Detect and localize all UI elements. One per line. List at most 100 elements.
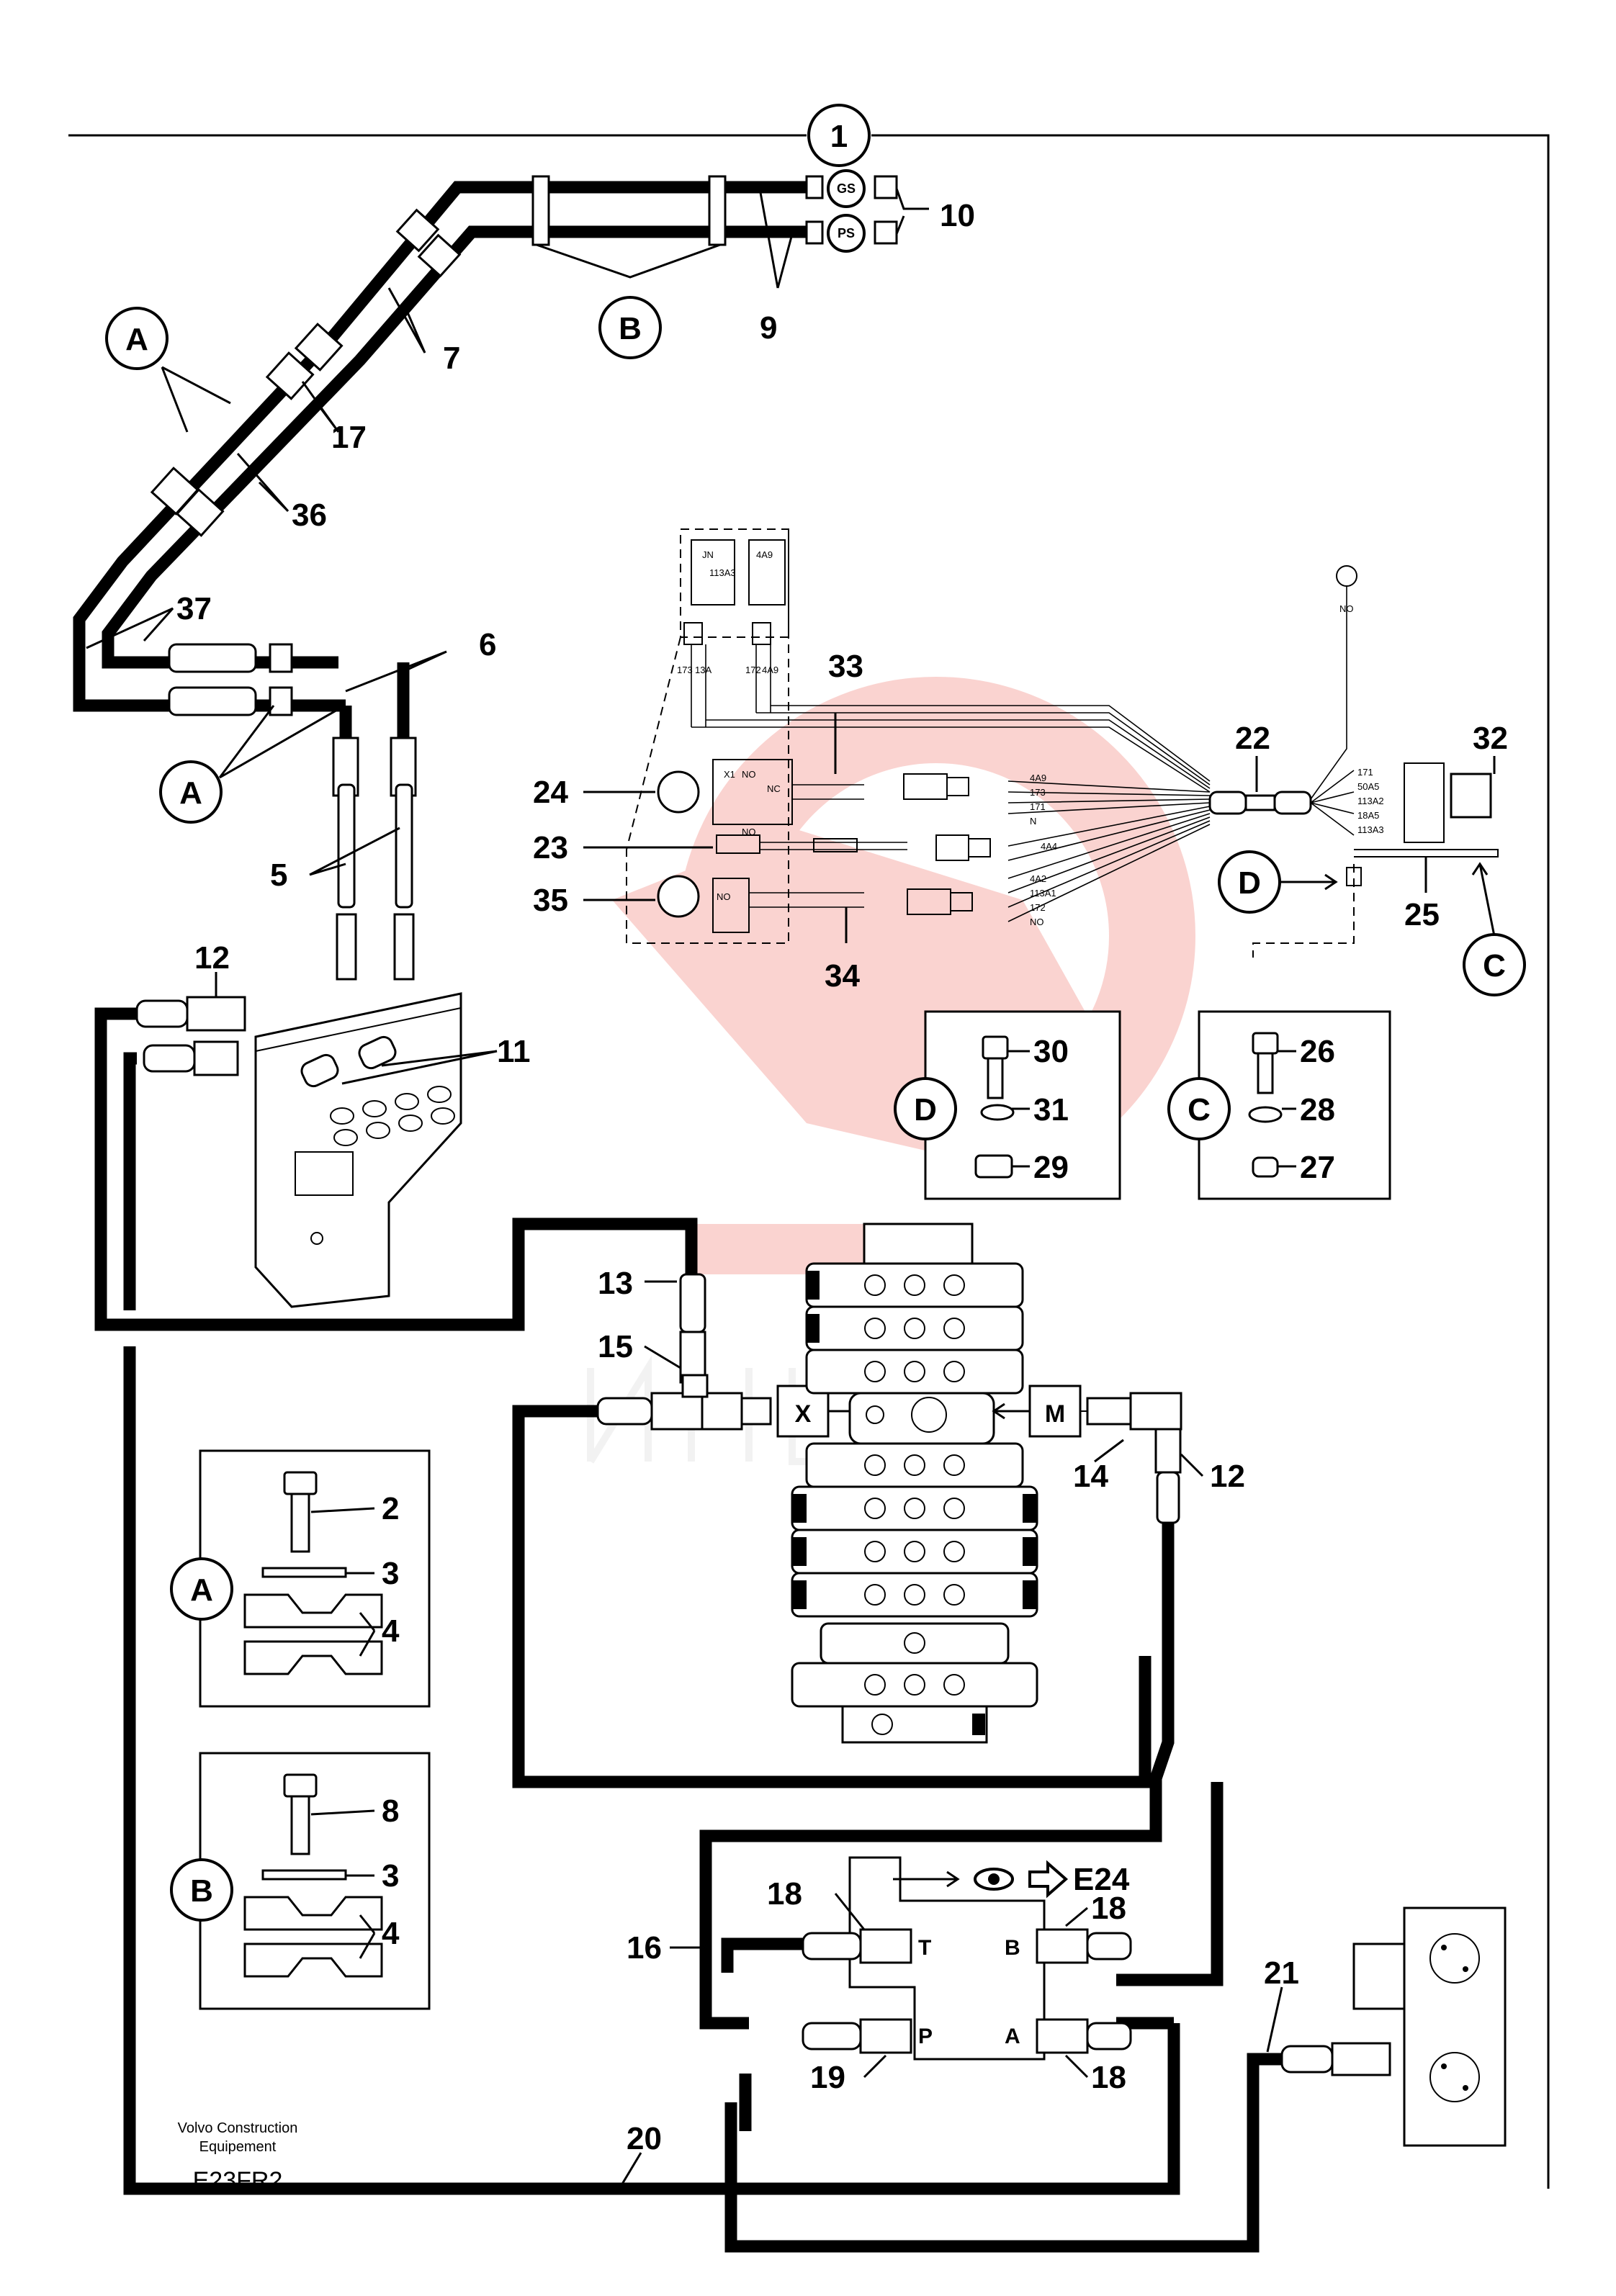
hydraulic-distribution-block — [254, 992, 462, 1308]
callout-25: 25 — [1404, 897, 1440, 932]
callout-7: 7 — [443, 341, 460, 376]
callout-23: 23 — [533, 830, 568, 865]
callout-32: 32 — [1473, 721, 1508, 756]
callout-36: 36 — [292, 498, 327, 533]
wire-nc-1: NC — [767, 783, 781, 794]
selector-valve — [848, 1856, 1046, 2061]
callout-26: 26 — [1300, 1034, 1335, 1069]
wire-18a5: 18A5 — [1357, 810, 1379, 821]
wire-4a9-2: 4A9 — [762, 665, 778, 675]
b-top-letter: B — [619, 311, 642, 346]
wire-172-1: 172 — [745, 665, 761, 675]
b-label: B — [1005, 1936, 1020, 1960]
callout-13: 13 — [598, 1266, 633, 1301]
wire-113a3-2: 113A3 — [1357, 824, 1384, 835]
wire-4a9-3: 4A9 — [1030, 773, 1046, 783]
callout-10: 10 — [940, 198, 975, 233]
callout-2: 2 — [382, 1491, 399, 1526]
callout-11: 11 — [497, 1034, 531, 1069]
callout-3-a: 3 — [382, 1556, 399, 1591]
callout-8: 8 — [382, 1793, 399, 1829]
wire-50a5: 50A5 — [1357, 781, 1379, 792]
a-mid-letter: A — [179, 775, 202, 811]
detail-a-ref-mid — [159, 760, 223, 824]
wire-113a3-1: 113A3 — [709, 567, 736, 578]
top-hose-assembly — [73, 175, 898, 981]
ps-port-marker — [827, 214, 866, 253]
callout-34: 34 — [825, 958, 860, 994]
callout-22: 22 — [1235, 721, 1270, 756]
d-mid-letter: D — [1238, 865, 1261, 901]
detail-a-letter: A — [190, 1572, 213, 1608]
callout-33: 33 — [828, 649, 863, 684]
wire-no-5: NO — [1339, 603, 1354, 614]
p-label: P — [918, 2025, 933, 2048]
callout-1: 1 — [830, 119, 848, 154]
callout-12-right: 12 — [1210, 1459, 1245, 1494]
t-label: T — [918, 1936, 931, 1960]
wire-n-1: N — [1030, 816, 1036, 827]
switch-35 — [657, 875, 700, 918]
callout-27: 27 — [1300, 1150, 1335, 1185]
wire-4a9-1: 4A9 — [756, 549, 773, 560]
wire-171-1: 171 — [1030, 801, 1046, 812]
port-x-box — [776, 1385, 830, 1438]
wire-jn-1: JN — [702, 549, 714, 560]
callout-24: 24 — [533, 775, 568, 810]
figure-code: E23FR2 — [193, 2167, 283, 2194]
callout-35: 35 — [533, 883, 568, 918]
wire-4a2: 4A2 — [1030, 873, 1046, 884]
detail-d-ref — [1218, 850, 1281, 914]
arrow-right-icon — [1028, 1860, 1069, 1899]
a-label: A — [1005, 2025, 1020, 2048]
m-label: M — [1045, 1400, 1065, 1428]
wire-no-4: NO — [1030, 917, 1044, 927]
manufacturer-line-1: Volvo Construction — [178, 2120, 298, 2136]
callout-1-circle — [807, 104, 871, 167]
callout-20: 20 — [627, 2121, 662, 2156]
port-m-box — [1028, 1385, 1082, 1438]
detail-c-letter: C — [1188, 1092, 1211, 1127]
switch-24 — [657, 770, 700, 814]
callout-29: 29 — [1033, 1150, 1069, 1185]
callout-15: 15 — [598, 1329, 633, 1364]
wire-4a4-1: 4A4 — [1041, 841, 1057, 852]
callout-3-b: 3 — [382, 1858, 399, 1894]
detail-c-ref — [1463, 933, 1526, 996]
manufacturer-line-2: Equipement — [199, 2139, 277, 2155]
electrical-harness: JN 113A3 4A9 173 13A 172 4A9 X1 NO NC NO… — [626, 528, 1499, 958]
a-top-letter: A — [125, 322, 148, 357]
callout-18-left: 18 — [767, 1876, 802, 1912]
wire-no-1: NO — [742, 769, 756, 780]
callout-4-b: 4 — [382, 1916, 400, 1951]
callout-30: 30 — [1033, 1034, 1069, 1069]
frame-border — [68, 134, 1550, 2189]
callout-19: 19 — [810, 2060, 845, 2095]
callout-28: 28 — [1300, 1092, 1335, 1127]
detail-b-letter: B — [190, 1873, 213, 1909]
reference-e24: E24 — [1073, 1862, 1130, 1897]
callout-5: 5 — [270, 857, 287, 893]
callout-17: 17 — [331, 420, 367, 455]
pump-unit — [1352, 1906, 1507, 2147]
relay-23 — [716, 834, 760, 854]
control-valve-bank — [791, 1223, 1038, 1744]
callout-37: 37 — [176, 591, 212, 626]
callout-18-right-bottom: 18 — [1091, 2060, 1126, 2095]
callout-31: 31 — [1033, 1092, 1069, 1127]
wire-113a1: 113A1 — [1030, 888, 1056, 899]
detail-c-box — [1198, 1010, 1391, 1200]
wire-173-2: 173 — [1030, 787, 1046, 798]
wire-173-1: 173 — [677, 665, 693, 675]
detail-a-ref-top — [105, 307, 169, 370]
wire-113a2: 113A2 — [1357, 796, 1384, 806]
callout-12-top: 12 — [194, 940, 230, 976]
eye-icon — [974, 1868, 1014, 1891]
c-right-letter: C — [1483, 948, 1506, 983]
callout-16: 16 — [627, 1930, 662, 1966]
wire-172-2: 172 — [1030, 902, 1046, 913]
gs-label: GS — [837, 181, 856, 196]
ps-label: PS — [838, 226, 855, 240]
detail-b-ref — [598, 296, 662, 359]
component-32 — [1450, 773, 1492, 819]
